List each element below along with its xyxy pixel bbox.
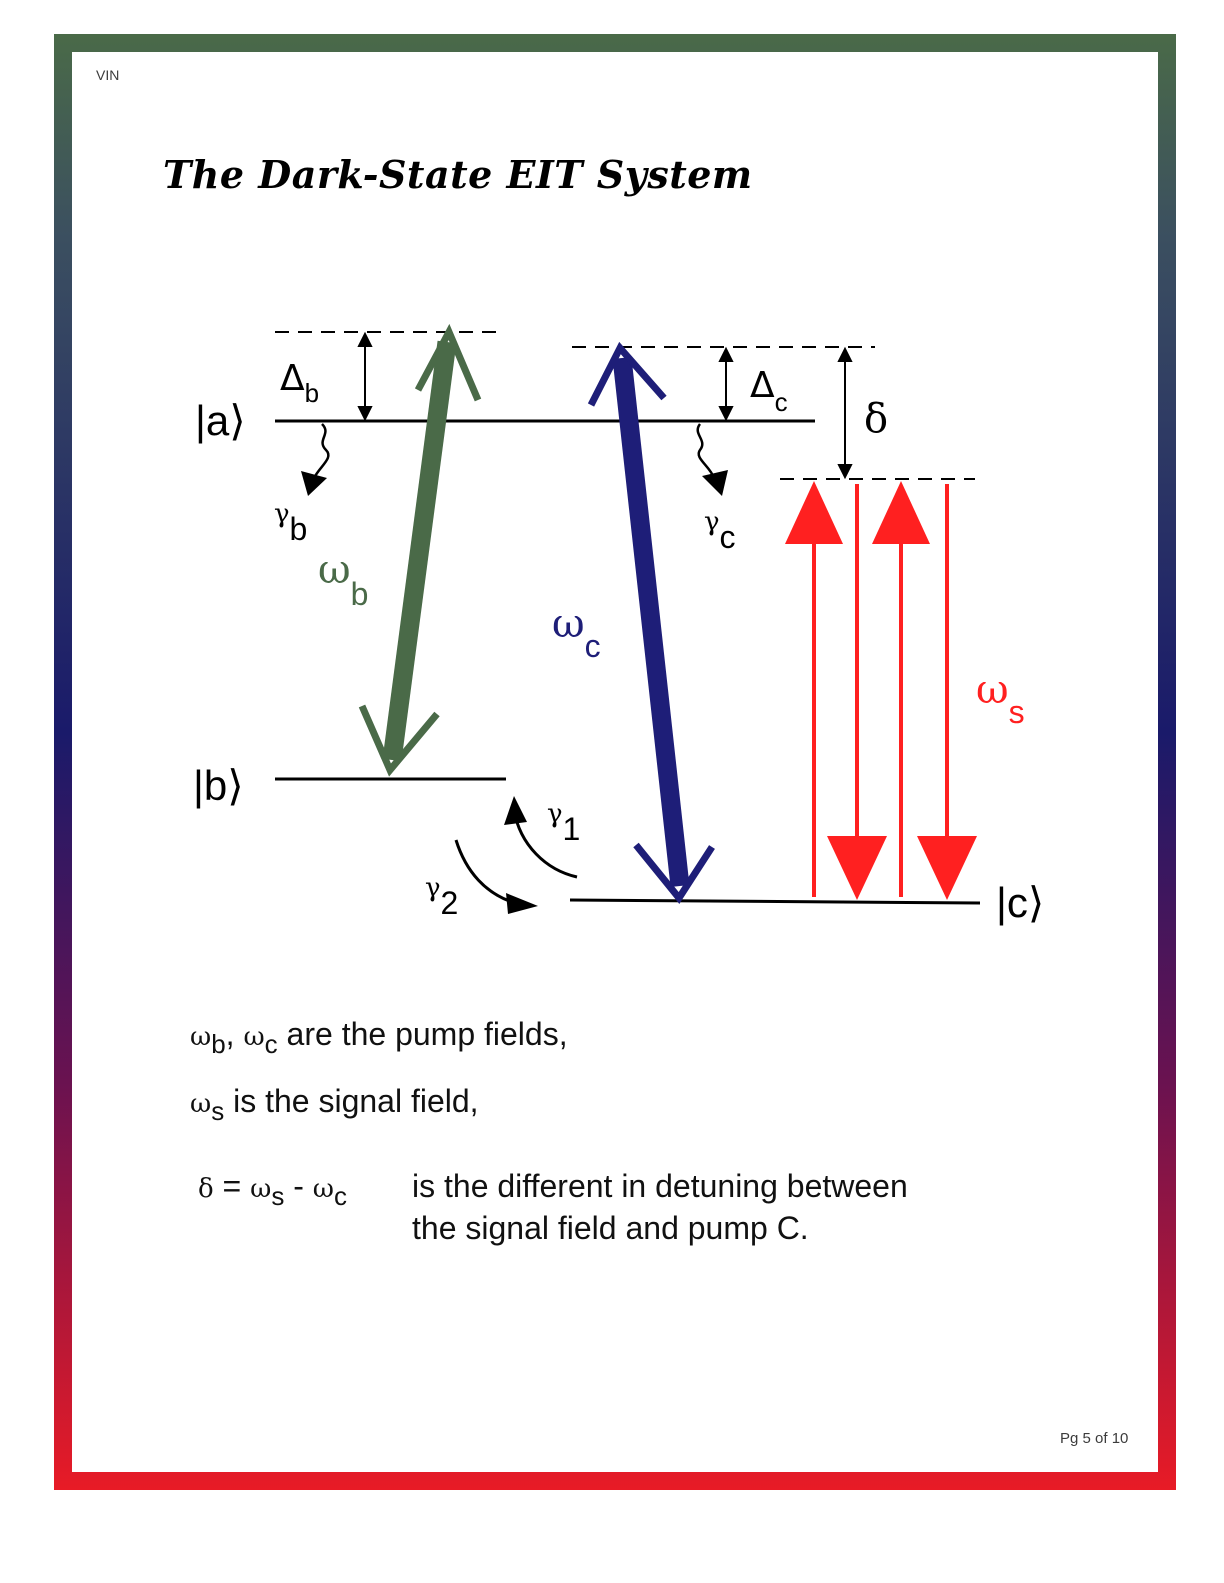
detuning-arrow-b	[357, 331, 373, 422]
page-number: Pg 5 of 10	[1060, 1430, 1129, 1447]
field-label-omega-s: ωs	[976, 667, 1025, 730]
detuning-label-b: Δb	[280, 358, 319, 408]
page-title: The Dark-State EIT System	[163, 152, 753, 197]
decay-arrow-1	[504, 796, 578, 879]
pump-arrow-c	[587, 341, 715, 904]
decay-arrow-c	[696, 423, 728, 496]
state-label-b: |b⟩	[193, 762, 244, 809]
caption-signal-field: ωs is the signal field,	[190, 1083, 479, 1126]
detuning-arrow-c	[718, 346, 734, 422]
decay-label-2: γ2	[425, 873, 458, 921]
page-border	[54, 34, 1176, 1490]
detuning-arrow-delta	[837, 346, 853, 480]
decay-label-b: γb	[274, 499, 307, 547]
state-label-c: |c⟩	[996, 879, 1044, 926]
decay-arrow-2	[454, 839, 538, 914]
detuning-label-delta: δ	[864, 396, 888, 442]
decay-label-c: γc	[704, 507, 736, 555]
decay-label-1: γ1	[547, 799, 580, 847]
caption-delta-definition: δ = ωs - ωc	[198, 1168, 347, 1211]
pump-arrow-b	[358, 323, 482, 777]
caption-pump-fields: ωb, ωc are the pump fields,	[190, 1016, 568, 1059]
level-c	[569, 898, 981, 905]
field-label-omega-b: ωb	[318, 547, 368, 612]
field-label-omega-c: ωc	[552, 601, 601, 664]
delta-description: is the different in detuning between the…	[412, 1165, 908, 1249]
detuning-label-c: Δc	[750, 365, 788, 417]
decay-arrow-b	[301, 423, 330, 496]
corner-tag: VIN	[96, 67, 120, 83]
delta-description-line-2: the signal field and pump C.	[412, 1210, 809, 1246]
page-area	[72, 52, 1158, 1472]
delta-description-line-1: is the different in detuning between	[412, 1168, 908, 1204]
signal-arrows-s	[785, 481, 977, 900]
state-label-a: |a⟩	[195, 397, 246, 444]
